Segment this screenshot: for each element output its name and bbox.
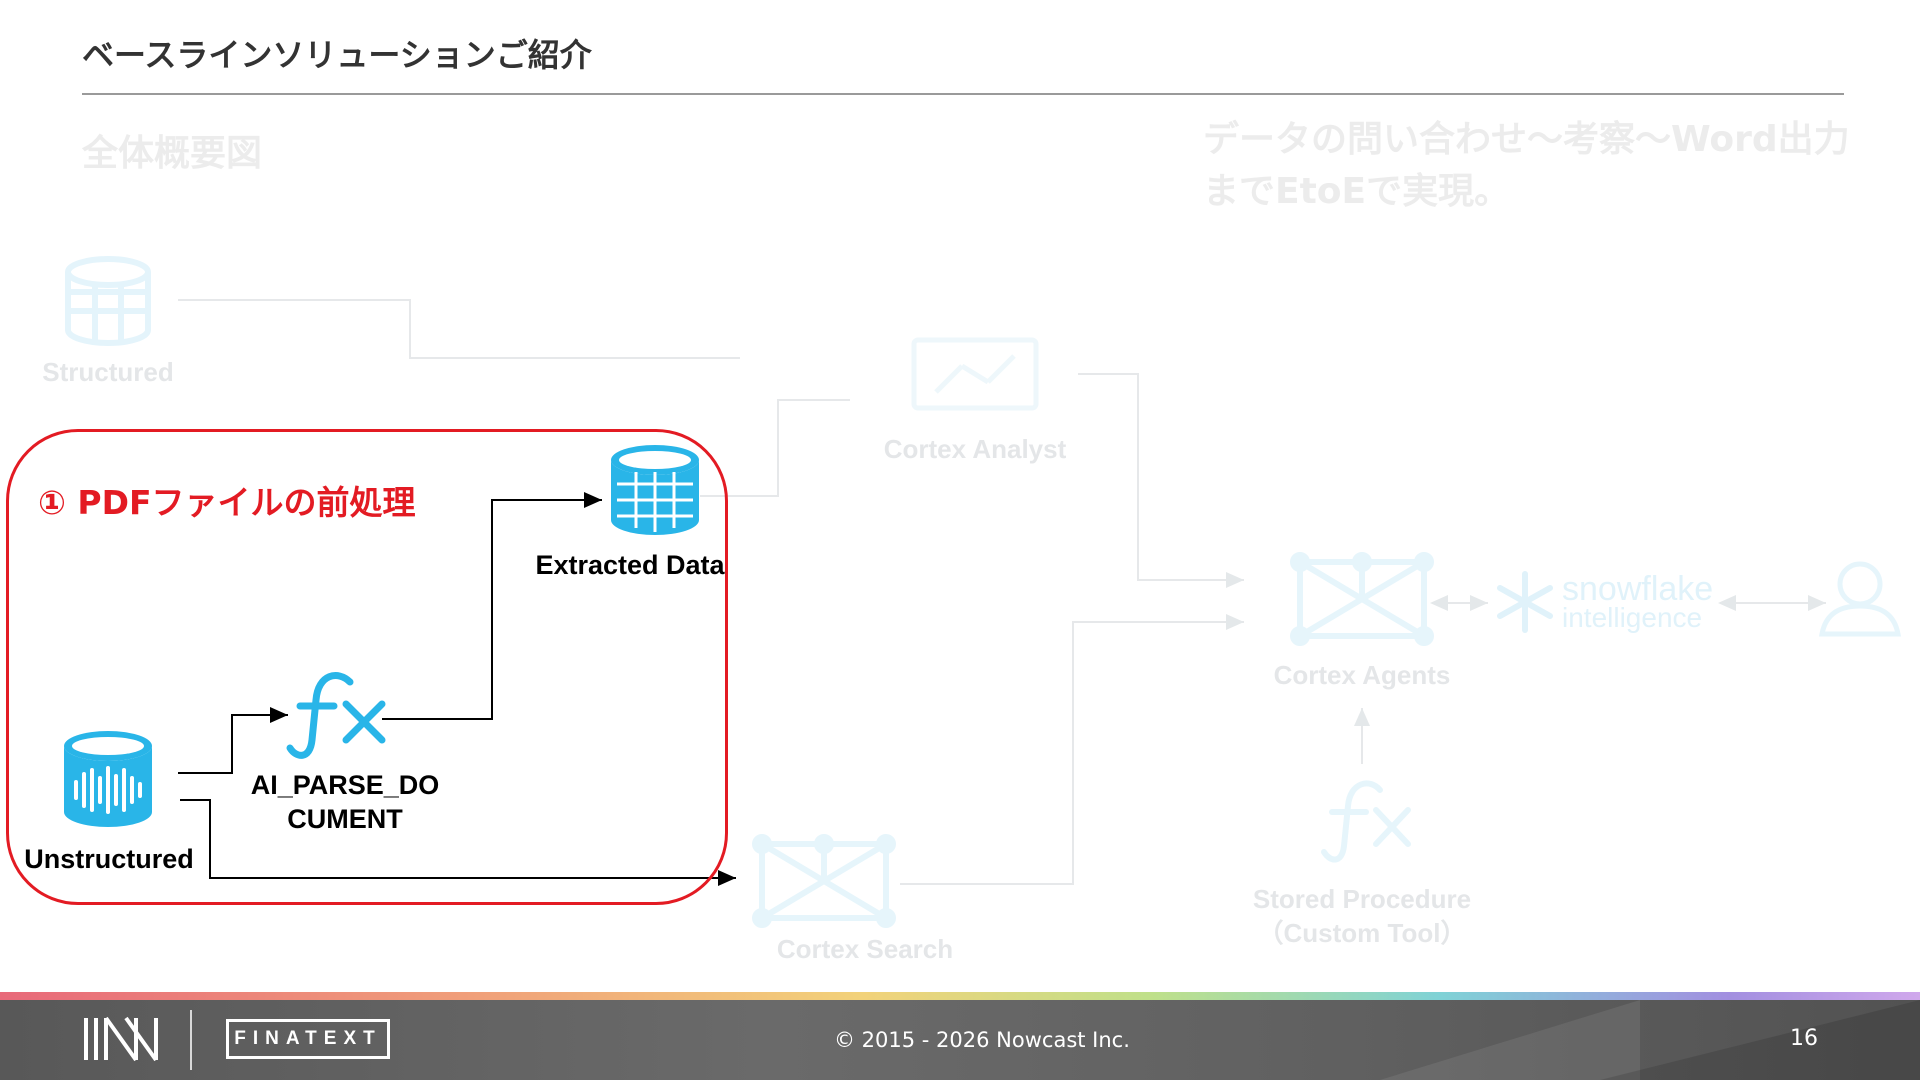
subtitle-left: 全体概要図: [82, 133, 263, 174]
connector-analyst-to-agents: [1078, 373, 1244, 588]
function-fx-icon: [286, 672, 386, 759]
logo-separator: [190, 1010, 192, 1070]
label-snowflake: snowflake: [1562, 570, 1714, 608]
connector-search-to-agents: [900, 614, 1244, 885]
cortex-analyst-icon: [911, 337, 1039, 411]
label-stored-procedure-line1: Stored Procedure: [1252, 884, 1472, 914]
finatext-logo: FINATEXT: [226, 1019, 390, 1059]
label-unstructured: Unstructured: [24, 844, 194, 874]
snowflake-icon: [1497, 571, 1553, 633]
connector-extracted-to-analyst: [700, 399, 850, 497]
cortex-search-network-icon: [752, 834, 896, 928]
label-ai-parse-line2: CUMENT: [287, 804, 403, 834]
unstructured-database-icon: [64, 731, 152, 827]
cortex-agents-network-icon: [1290, 552, 1434, 646]
faded-connectors: [178, 299, 1826, 885]
footer-decoration: [1600, 1000, 1920, 1080]
footer-bar: [0, 992, 1920, 1080]
title-divider: [82, 93, 1844, 95]
page-number: 16: [1790, 1026, 1818, 1051]
user-icon: [1819, 561, 1901, 637]
connector-unstructured-to-fx: [178, 707, 288, 774]
dark-connectors: [178, 492, 736, 886]
connector-fx-to-extracted: [382, 492, 602, 720]
step-label: ① PDFファイルの前処理: [38, 483, 416, 522]
stored-procedure-fx-icon: [1321, 780, 1411, 863]
connector-structured-to-analyst: [178, 299, 740, 359]
structured-database-icon: [65, 256, 151, 346]
label-cortex-analyst: Cortex Analyst: [883, 434, 1067, 464]
label-structured: Structured: [42, 357, 174, 387]
connector-unstructured-to-search: [180, 799, 736, 886]
copyright-text: © 2015 - 2026 Nowcast Inc.: [834, 1028, 1130, 1052]
label-cortex-search: Cortex Search: [776, 934, 954, 964]
footer-gradient-strip: [0, 992, 1920, 1000]
preprocess-highlight-frame: [6, 429, 728, 905]
label-ai-parse-line1: AI_PARSE_DO: [250, 770, 440, 800]
label-cortex-agents: Cortex Agents: [1273, 660, 1451, 690]
footer-decoration: [1380, 1000, 1640, 1080]
nowcast-logo-icon: [84, 1016, 158, 1062]
label-intelligence: intelligence: [1562, 602, 1703, 633]
label-extracted-data: Extracted Data: [535, 550, 725, 580]
page-title: ベースラインソリューションご紹介: [82, 36, 592, 74]
subtitle-right: データの問い合わせ〜考察〜Word出力までEtoEで実現。: [1203, 119, 1850, 212]
label-stored-procedure-line2: （Custom Tool）: [1257, 918, 1467, 948]
